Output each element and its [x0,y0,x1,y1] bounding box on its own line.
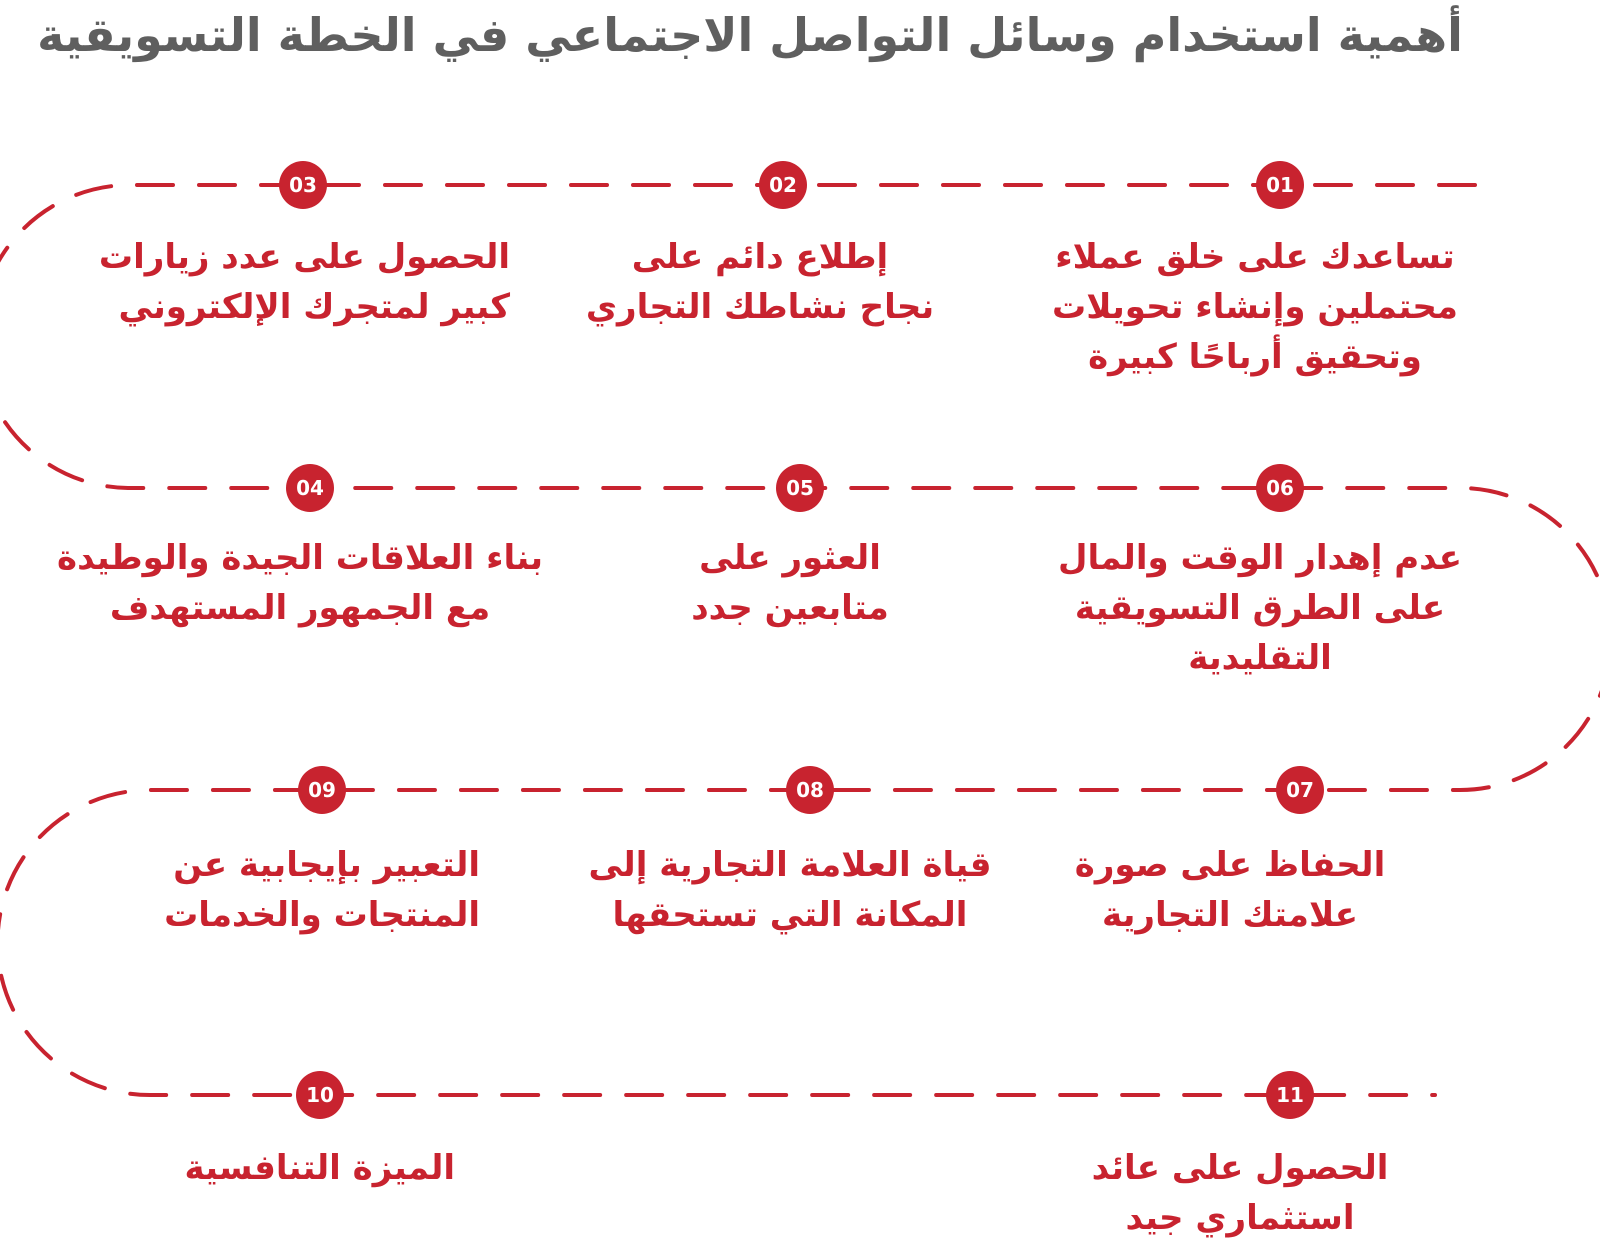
step-badge-circle [786,766,834,814]
page-title: أهمية استخدام وسائل التواصل الاجتماعي في… [37,8,1463,62]
step-badge-1: 01 [1256,161,1304,209]
step-badge-9: 09 [298,766,346,814]
step-number: 07 [1286,778,1314,802]
step-badge-circle [296,1071,344,1119]
step-text-3: الحصول على عدد زيارات كبير لمتجرك الإلكت… [98,237,510,327]
step-text-7: الحفاظ على صورة علامتك التجارية [1074,845,1386,935]
step-number: 09 [308,778,336,802]
step-badge-circle [1256,161,1304,209]
step-badge-circle [759,161,807,209]
step-text-10: الميزة التنافسية [184,1148,455,1188]
step-text-8: قياة العلامة التجارية إلى المكانة التي ت… [588,845,992,935]
step-badge-5: 05 [776,464,824,512]
step-badge-8: 08 [786,766,834,814]
step-number: 03 [289,173,317,197]
step-text-5: العثور على متابعين جدد [691,538,889,628]
step-badge-circle [1256,464,1304,512]
step-badge-3: 03 [279,161,327,209]
step-badge-circle [279,161,327,209]
step-text-9: التعبير بإيجابية عن المنتجات والخدمات [164,845,480,935]
step-number: 11 [1276,1083,1304,1107]
step-number: 02 [769,173,797,197]
step-badge-circle [286,464,334,512]
step-number: 06 [1266,476,1294,500]
step-badge-6: 06 [1256,464,1304,512]
step-badge-2: 02 [759,161,807,209]
step-badge-10: 10 [296,1071,344,1119]
step-text-4: بناء العلاقات الجيدة والوطيدة مع الجمهور… [57,538,543,628]
step-text-6: عدم إهدار الوقت والمال على الطرق التسويق… [1058,538,1462,678]
step-badge-7: 07 [1276,766,1324,814]
step-text-11: الحصول على عائد استثماري جيد [1091,1148,1389,1238]
step-text-2: إطلاع دائم على نجاح نشاطك التجاري [585,237,935,327]
step-number: 05 [786,476,814,500]
step-text-1: تساعدك على خلق عملاء محتملين وإنشاء تحوي… [1052,237,1458,377]
step-badge-circle [1276,766,1324,814]
step-badge-circle [1266,1071,1314,1119]
step-badge-circle [298,766,346,814]
step-badge-circle [776,464,824,512]
step-number: 10 [306,1083,334,1107]
step-number: 04 [296,476,324,500]
step-number: 01 [1266,173,1294,197]
step-number: 08 [796,778,824,802]
step-badge-11: 11 [1266,1071,1314,1119]
step-badge-4: 04 [286,464,334,512]
